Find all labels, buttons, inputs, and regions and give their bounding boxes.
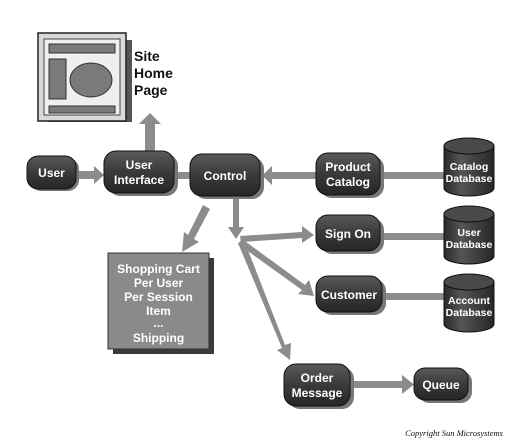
arrow-to-signon xyxy=(240,226,314,243)
node-order-message: Order Message xyxy=(283,363,354,409)
cart-line-2: Per User xyxy=(134,276,184,290)
copyright-text: Copyright Sun Microsystems xyxy=(405,428,504,438)
db-user: User Database xyxy=(443,205,495,265)
db-user-line1: User xyxy=(457,227,480,239)
db-account-line2: Database xyxy=(446,307,493,319)
home-page-label-line2: Home xyxy=(134,65,173,81)
node-control: Control xyxy=(189,153,264,199)
monitor-oval xyxy=(69,62,113,98)
home-page-label-line3: Page xyxy=(134,82,168,98)
arrow-control-to-cart xyxy=(182,205,210,252)
db-catalog-line1: Catalog xyxy=(450,161,489,173)
arrow-order-to-queue xyxy=(350,375,414,394)
node-user-interface-line2: Interface xyxy=(114,173,164,187)
cart-line-6: Shipping xyxy=(133,331,184,345)
node-customer-label: Customer xyxy=(321,288,377,302)
monitor-top-bar xyxy=(48,43,116,54)
db-catalog-line2: Database xyxy=(446,173,493,185)
cart-line-4: Item xyxy=(146,304,171,318)
node-control-label: Control xyxy=(204,169,247,183)
cart-line-3: Per Session xyxy=(124,290,193,304)
node-sign-on: Sign On xyxy=(315,214,384,254)
node-queue-label: Queue xyxy=(422,378,460,392)
arrow-to-order xyxy=(238,240,291,360)
shopping-cart: Shopping Cart Per User Per Session Item … xyxy=(107,252,214,354)
line-customer-to-db xyxy=(382,293,446,300)
node-customer: Customer xyxy=(315,275,386,315)
line-ui-to-control xyxy=(174,172,192,179)
line-signon-to-db xyxy=(378,233,446,240)
arrow-ui-to-homepage xyxy=(139,113,161,152)
home-page-label-line1: Site xyxy=(134,48,160,64)
node-order-message-line1: Order xyxy=(301,371,334,385)
monitor-left-block xyxy=(48,58,67,100)
node-product-catalog: Product Catalog xyxy=(315,152,384,198)
arrow-catalog-to-control xyxy=(262,166,318,185)
node-product-catalog-line2: Catalog xyxy=(326,175,370,189)
db-user-line2: Database xyxy=(446,239,493,251)
node-user-interface-line1: User xyxy=(126,158,153,172)
node-user: User xyxy=(26,155,79,191)
cart-line-5: ... xyxy=(153,316,163,330)
db-catalog: Catalog Database xyxy=(443,137,495,197)
node-sign-on-label: Sign On xyxy=(325,227,371,241)
arrow-user-to-ui xyxy=(76,166,104,184)
line-catalog-to-db xyxy=(378,172,446,179)
db-account: Account Database xyxy=(443,273,495,333)
monitor-bottom-bar xyxy=(48,105,116,114)
site-home-page: Site Home Page xyxy=(37,32,173,122)
arrow-control-down xyxy=(228,197,244,239)
node-user-interface: User Interface xyxy=(103,150,178,196)
arrow-to-customer xyxy=(238,239,314,296)
cart-line-1: Shopping Cart xyxy=(117,262,200,276)
db-account-line1: Account xyxy=(448,295,491,307)
node-queue: Queue xyxy=(413,367,472,403)
node-product-catalog-line1: Product xyxy=(325,160,370,174)
node-order-message-line2: Message xyxy=(292,386,343,400)
node-user-label: User xyxy=(38,166,65,180)
connectors xyxy=(76,113,446,394)
